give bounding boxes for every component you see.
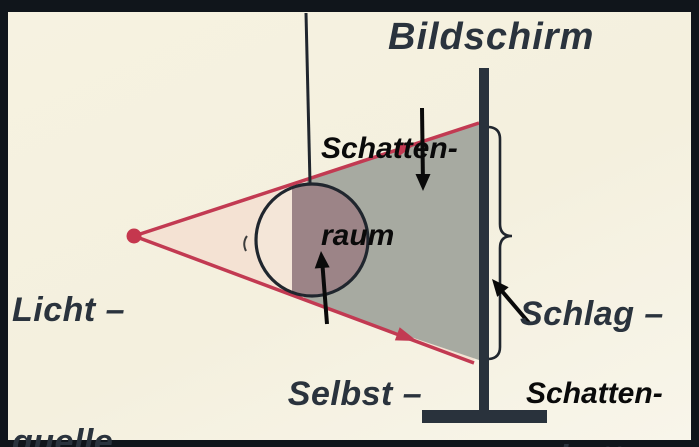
ray-arrowhead-bottom-icon bbox=[394, 327, 417, 341]
label-schlagschatten-line2: schatten bbox=[520, 434, 664, 447]
screen-bar bbox=[479, 68, 489, 413]
label-schattenraum-line2: raum bbox=[321, 219, 395, 252]
sphere-self-shadow-half bbox=[292, 183, 369, 296]
label-bildschirm: Bildschirm bbox=[388, 16, 595, 58]
label-schattenraum: Schatten- raum bbox=[321, 76, 458, 308]
shadow-space-shape bbox=[304, 123, 479, 360]
label-selbstschatten: Selbst – schatten bbox=[231, 322, 422, 447]
light-source-dot bbox=[126, 228, 142, 244]
selbstschatten-arrow bbox=[314, 251, 330, 325]
schattenbild-arrow bbox=[492, 279, 532, 326]
label-schattenbild-line1: Schatten- bbox=[526, 377, 663, 410]
cast-shadow-brace bbox=[488, 125, 513, 361]
screen-base bbox=[422, 410, 547, 423]
label-selbstschatten-line1: Selbst – bbox=[287, 375, 423, 413]
label-lichtquelle-line2: quelle bbox=[12, 423, 114, 447]
schattenraum-arrow bbox=[415, 107, 431, 191]
label-schattenraum-line1: Schatten- bbox=[321, 132, 458, 165]
ray-arrowhead-top-icon bbox=[394, 142, 417, 157]
sphere-outline bbox=[254, 182, 370, 298]
label-lichtquelle: Licht – quelle bbox=[12, 200, 125, 447]
suspension-string bbox=[304, 12, 312, 184]
label-schlagschatten: Schlag – schatten bbox=[520, 194, 664, 447]
label-schlagschatten-line1: Schlag – bbox=[520, 295, 664, 333]
sphere-highlight-mark bbox=[243, 235, 248, 252]
label-lichtquelle-line1: Licht – bbox=[12, 291, 126, 329]
light-ray-bottom bbox=[133, 234, 475, 365]
label-schattenbild: Schatten- bild bbox=[526, 311, 663, 447]
